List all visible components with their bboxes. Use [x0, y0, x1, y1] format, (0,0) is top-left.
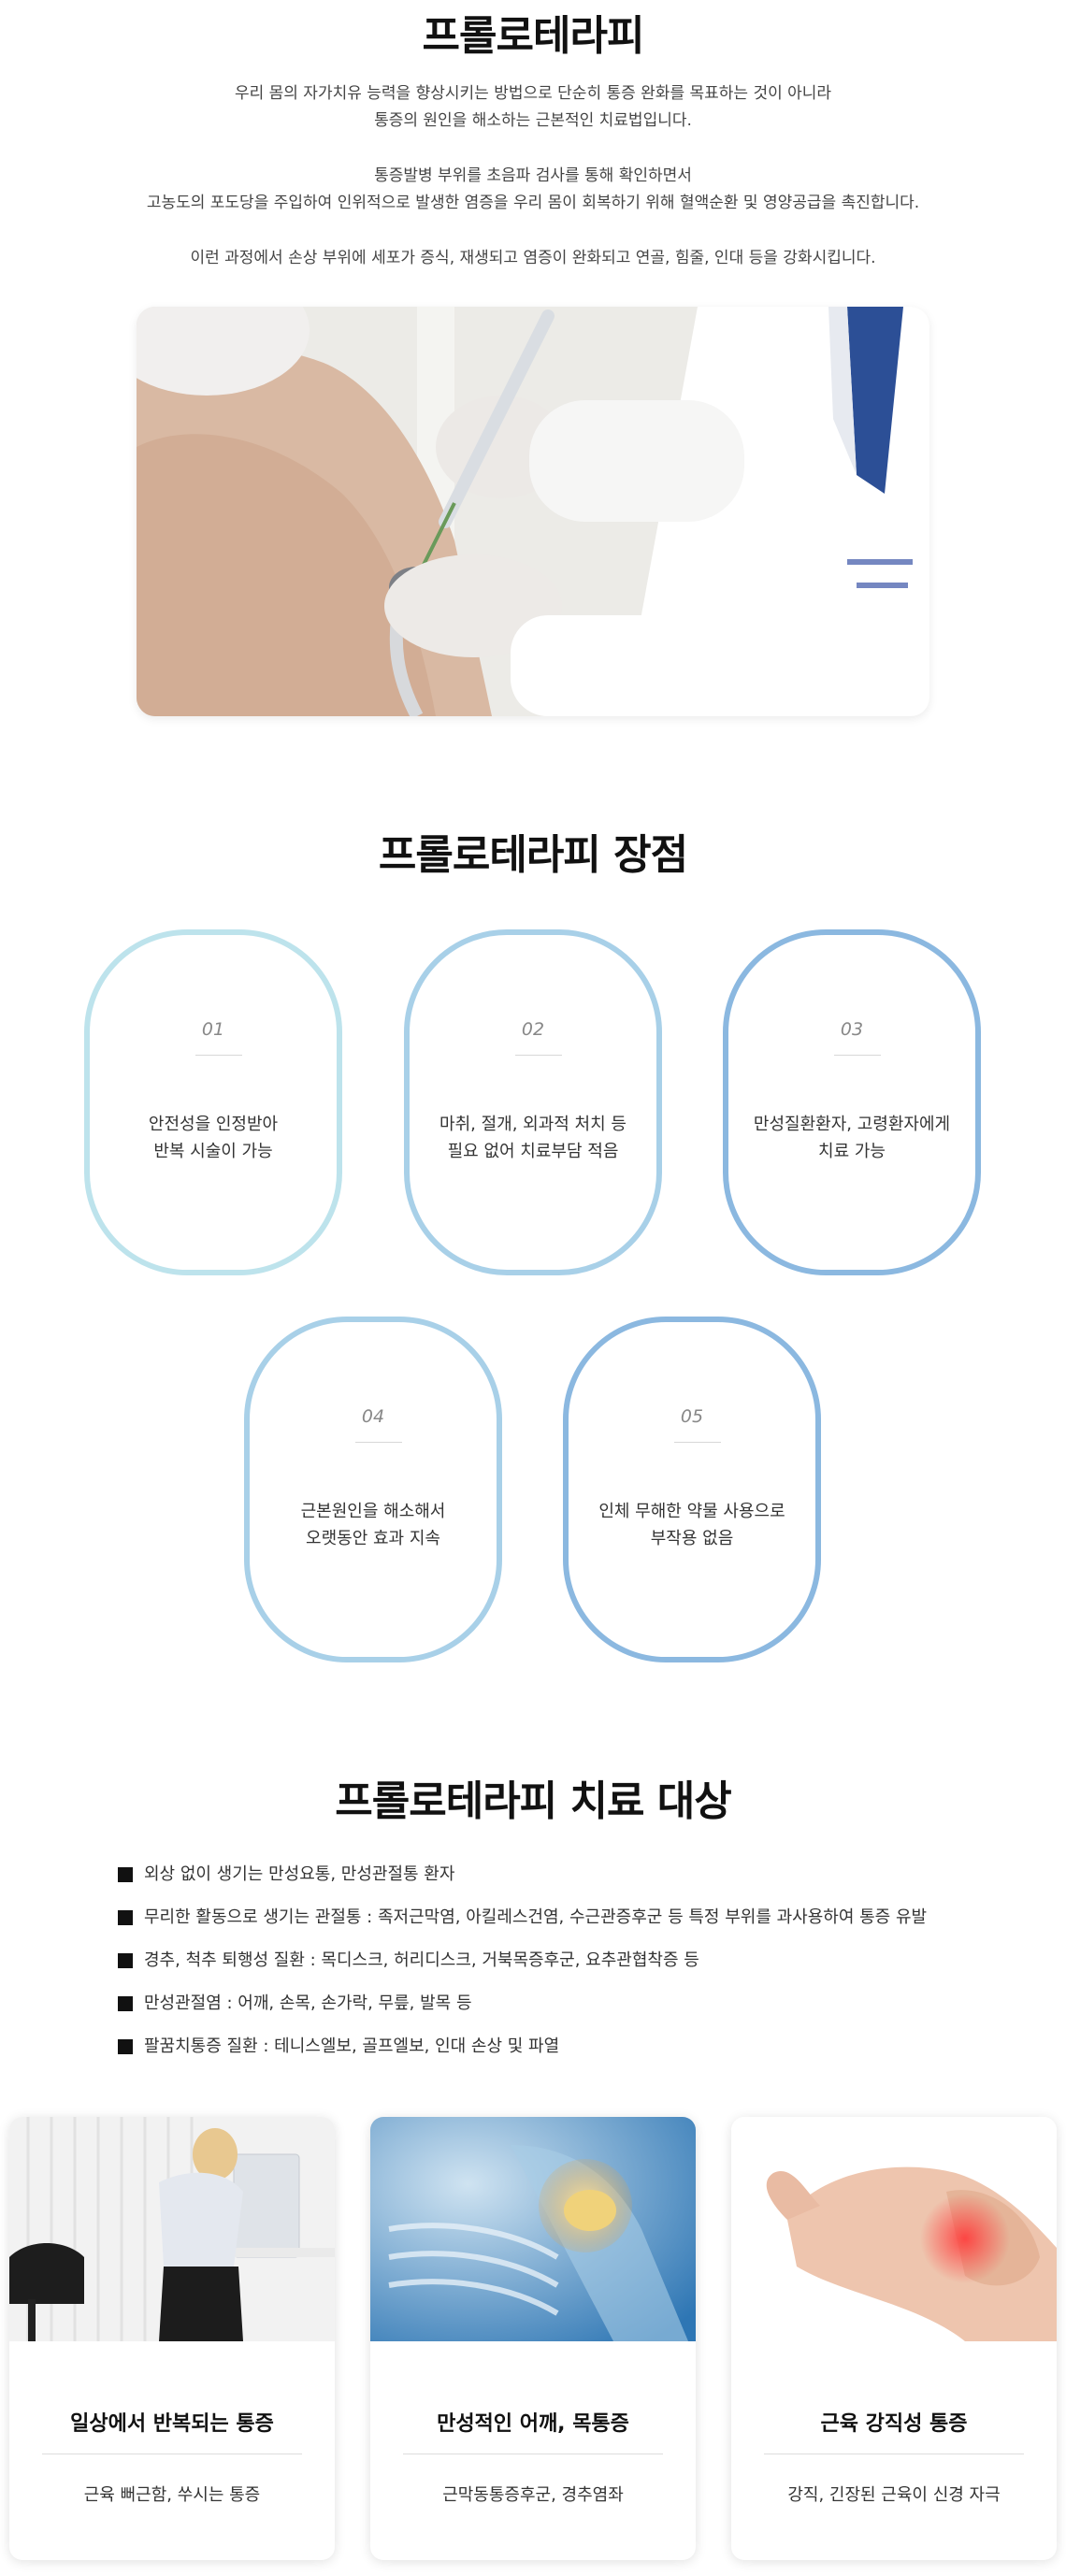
- condition-card: 일상에서 반복되는 통증 근육 뻐근함, 쑤시는 통증: [9, 2117, 335, 2560]
- advantage-text: 안전성을 인정받아 반복 시술이 가능: [90, 1111, 337, 1165]
- advantage-text-line: 필요 없어 치료부담 적음: [447, 1142, 619, 1161]
- list-item-text: 무리한 활동으로 생기는 관절통 : 족저근막염, 아킬레스건염, 수근관증후군…: [144, 1907, 928, 1927]
- card-subtitle: 근육 뻐근함, 쑤시는 통증: [83, 2485, 261, 2505]
- divider: [515, 1055, 562, 1056]
- divider: [834, 1055, 881, 1056]
- card-title: 근육 강직성 통증: [820, 2412, 968, 2436]
- condition-card: 근육 강직성 통증 강직, 긴장된 근육이 신경 자극: [731, 2117, 1057, 2560]
- list-item-text: 경추, 척추 퇴행성 질환 : 목디스크, 허리디스크, 거북목증후군, 요추관…: [144, 1950, 699, 1970]
- page-title: 프롤로테라피: [422, 12, 645, 60]
- advantage-number: 02: [521, 1019, 545, 1040]
- advantage-number: 05: [680, 1406, 704, 1427]
- advantage-card: 04 근본원인을 해소해서 오랫동안 효과 지속: [244, 1317, 502, 1662]
- square-bullet-icon: [118, 1953, 133, 1968]
- intro-text: 우리 몸의 자가치유 능력을 향상시키는 방법으로 단순히 통증 완화를 목표하…: [0, 80, 1066, 272]
- advantage-card: 01 안전성을 인정받아 반복 시술이 가능: [84, 929, 342, 1275]
- square-bullet-icon: [118, 1996, 133, 2011]
- advantage-text-line: 마취, 절개, 외과적 처치 등: [439, 1115, 627, 1134]
- list-item: 팔꿈치통증 질환 : 테니스엘보, 골프엘보, 인대 손상 및 파열: [118, 2035, 978, 2078]
- advantage-text-line: 치료 가능: [818, 1142, 886, 1161]
- advantage-text: 인체 무해한 약물 사용으로 부작용 없음: [569, 1498, 815, 1552]
- list-item-text: 만성관절염 : 어깨, 손목, 손가락, 무릎, 발목 등: [144, 1993, 472, 2013]
- card-title: 일상에서 반복되는 통증: [70, 2412, 274, 2436]
- wrist-pain-photo: [731, 2117, 1057, 2341]
- advantage-text-line: 오랫동안 효과 지속: [306, 1529, 440, 1548]
- advantage-number: 03: [840, 1019, 864, 1040]
- advantages-title: 프롤로테라피 장점: [378, 831, 688, 879]
- treatment-photo: [137, 307, 929, 716]
- intro-line: 우리 몸의 자가치유 능력을 향상시키는 방법으로 단순히 통증 완화를 목표하…: [234, 84, 832, 103]
- shoulder-xray-image: [370, 2117, 696, 2341]
- advantage-card: 05 인체 무해한 약물 사용으로 부작용 없음: [563, 1317, 821, 1662]
- advantage-number: 01: [201, 1019, 225, 1040]
- list-item: 외상 없이 생기는 만성요통, 만성관절통 환자: [118, 1863, 978, 1906]
- list-item: 무리한 활동으로 생기는 관절통 : 족저근막염, 아킬레스건염, 수근관증후군…: [118, 1906, 978, 1949]
- list-item-text: 팔꿈치통증 질환 : 테니스엘보, 골프엘보, 인대 손상 및 파열: [144, 2036, 560, 2056]
- card-subtitle: 강직, 긴장된 근육이 신경 자극: [787, 2485, 1001, 2505]
- card-subtitle: 근막동통증후군, 경추염좌: [442, 2485, 624, 2505]
- divider: [355, 1442, 402, 1443]
- target-list: 외상 없이 생기는 만성요통, 만성관절통 환자 무리한 활동으로 생기는 관절…: [118, 1863, 978, 2078]
- intro-line: 이런 과정에서 손상 부위에 세포가 증식, 재생되고 염증이 완화되고 연골,…: [190, 249, 876, 267]
- square-bullet-icon: [118, 1910, 133, 1925]
- condition-card: 만성적인 어깨, 목통증 근막동통증후군, 경추염좌: [370, 2117, 696, 2560]
- list-item-text: 외상 없이 생기는 만성요통, 만성관절통 환자: [144, 1864, 455, 1884]
- advantage-card: 03 만성질환환자, 고령환자에게 치료 가능: [723, 929, 981, 1275]
- advantage-text: 만성질환환자, 고령환자에게 치료 가능: [728, 1111, 975, 1165]
- list-item: 경추, 척추 퇴행성 질환 : 목디스크, 허리디스크, 거북목증후군, 요추관…: [118, 1949, 978, 1992]
- square-bullet-icon: [118, 2039, 133, 2054]
- advantage-text-line: 안전성을 인정받아: [148, 1115, 279, 1134]
- advantage-text: 마취, 절개, 외과적 처치 등 필요 없어 치료부담 적음: [410, 1111, 656, 1165]
- advantage-text: 근본원인을 해소해서 오랫동안 효과 지속: [250, 1498, 497, 1552]
- advantage-text-line: 반복 시술이 가능: [153, 1142, 273, 1161]
- list-item: 만성관절염 : 어깨, 손목, 손가락, 무릎, 발목 등: [118, 1992, 978, 2035]
- intro-line: 고농도의 포도당을 주입하여 인위적으로 발생한 염증을 우리 몸이 회복하기 …: [146, 194, 920, 212]
- advantage-text-line: 만성질환환자, 고령환자에게: [753, 1115, 951, 1134]
- intro-line: 통증발병 부위를 초음파 검사를 통해 확인하면서: [374, 166, 692, 185]
- advantage-number: 04: [361, 1406, 385, 1427]
- treatment-illustration: [137, 307, 929, 716]
- divider: [195, 1055, 242, 1056]
- divider: [674, 1442, 721, 1443]
- advantage-text-line: 부작용 없음: [650, 1529, 734, 1548]
- advantage-text-line: 근본원인을 해소해서: [300, 1502, 446, 1521]
- back-pain-photo: [9, 2117, 335, 2341]
- card-title: 만성적인 어깨, 목통증: [437, 2412, 629, 2436]
- intro-line: 통증의 원인을 해소하는 근본적인 치료법입니다.: [374, 111, 692, 130]
- advantage-text-line: 인체 무해한 약물 사용으로: [598, 1502, 785, 1521]
- square-bullet-icon: [118, 1867, 133, 1882]
- advantage-card: 02 마취, 절개, 외과적 처치 등 필요 없어 치료부담 적음: [404, 929, 662, 1275]
- targets-title: 프롤로테라피 치료 대상: [335, 1777, 731, 1825]
